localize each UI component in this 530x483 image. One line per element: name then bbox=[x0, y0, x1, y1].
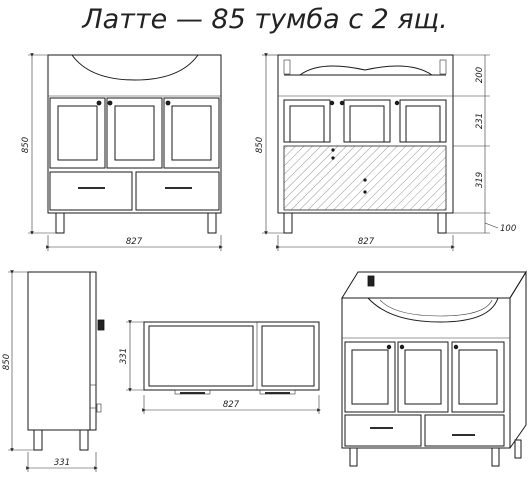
back-segment-319-label: 319 bbox=[475, 172, 485, 188]
back-leg-label: 100 bbox=[500, 224, 516, 234]
back-height-label: 850 bbox=[255, 137, 265, 153]
top-width-label: 827 bbox=[223, 400, 240, 410]
back-view: 850 200 231 319 100 827 bbox=[255, 53, 516, 251]
side-view: 850 331 bbox=[2, 270, 105, 472]
front-view: 850 827 bbox=[21, 53, 223, 251]
back-segment-200-label: 200 bbox=[475, 67, 485, 83]
front-width-label: 827 bbox=[126, 237, 143, 247]
isometric-view bbox=[341, 270, 527, 467]
top-depth-label: 331 bbox=[119, 348, 129, 364]
side-depth-label: 331 bbox=[54, 458, 70, 468]
drawing-title: Латте — 85 тумба с 2 ящ. bbox=[81, 4, 447, 35]
back-width-label: 827 bbox=[358, 237, 375, 247]
side-height-label: 850 bbox=[2, 354, 12, 370]
top-view: 331 827 bbox=[119, 320, 321, 414]
back-segment-231-label: 231 bbox=[475, 113, 485, 129]
front-height-label: 850 bbox=[21, 137, 31, 153]
